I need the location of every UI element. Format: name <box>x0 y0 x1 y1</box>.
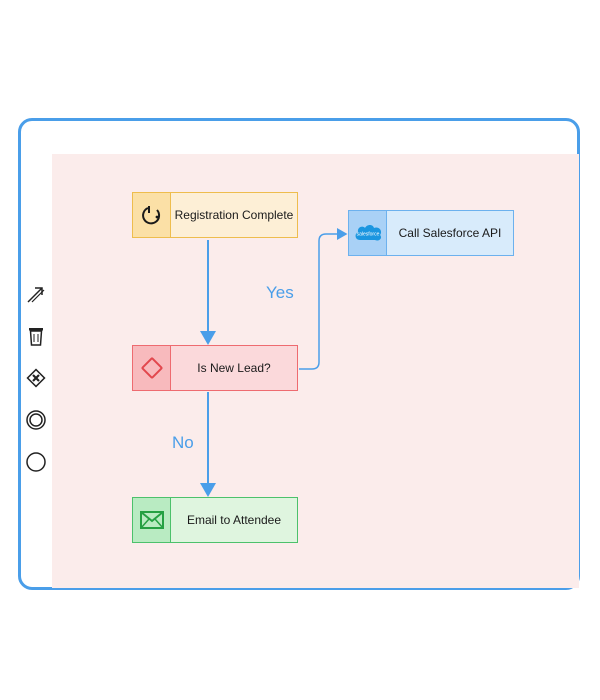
node-is-new-lead[interactable]: Is New Lead? <box>132 345 298 391</box>
node-label: Is New Lead? <box>197 361 271 375</box>
edge-label-yes: Yes <box>266 283 294 302</box>
power-icon <box>133 193 171 237</box>
circle-icon <box>26 452 46 472</box>
double-circle-icon <box>26 410 46 430</box>
trash-icon <box>29 328 43 346</box>
node-label: Registration Complete <box>174 208 294 222</box>
connect-arrow-icon <box>27 287 45 303</box>
node-email-to-attendee[interactable]: Email to Attendee <box>132 497 298 543</box>
node-label: Call Salesforce API <box>398 226 502 240</box>
gateway-tool[interactable] <box>22 364 50 392</box>
node-registration-complete[interactable]: Registration Complete <box>132 192 298 238</box>
salesforce-icon: salesforce <box>349 211 387 255</box>
salesforce-logo-text: salesforce <box>356 232 379 238</box>
edge-decision-to-salesforce[interactable] <box>299 228 348 370</box>
connect-tool[interactable] <box>22 280 50 308</box>
diamond-icon <box>133 346 171 390</box>
node-call-salesforce-api[interactable]: salesforce Call Salesforce API <box>348 210 514 256</box>
node-label: Email to Attendee <box>186 513 282 527</box>
exclusive-gateway-icon <box>26 368 46 388</box>
event-tool[interactable] <box>22 448 50 476</box>
envelope-icon <box>133 498 171 542</box>
intermediate-event-tool[interactable] <box>22 406 50 434</box>
edge-label-no: No <box>172 433 194 452</box>
delete-tool[interactable] <box>22 322 50 350</box>
